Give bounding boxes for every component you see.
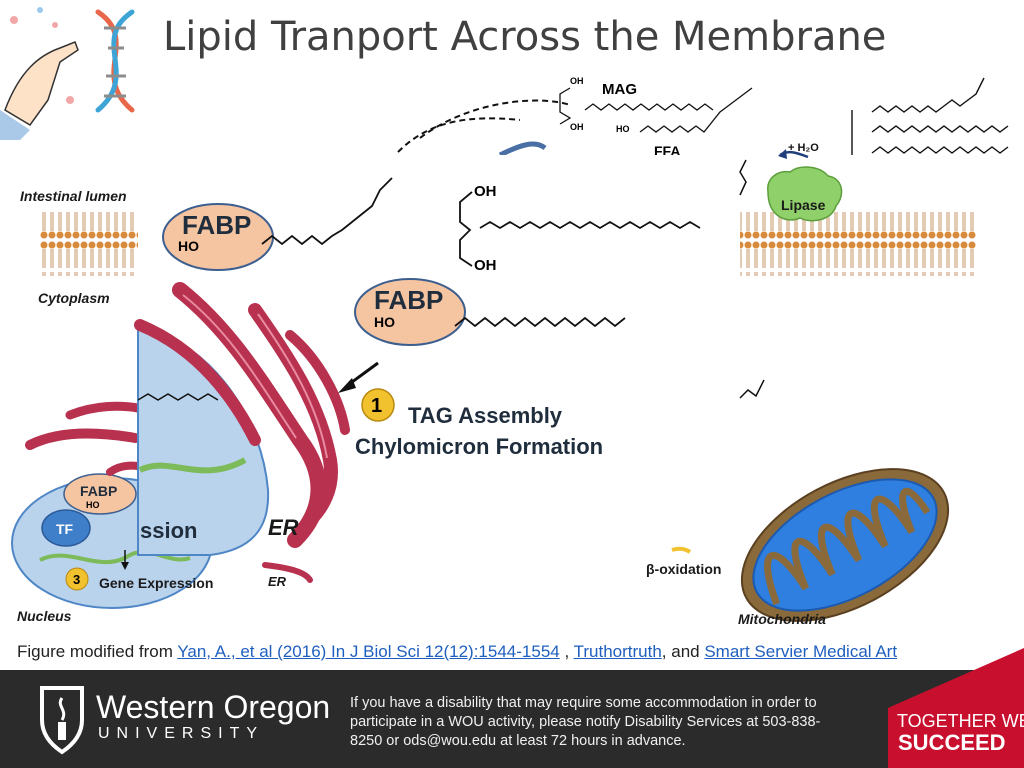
succeed-text: SUCCEED [898, 730, 1006, 755]
caption-sep-1: , [559, 642, 574, 661]
citation-link-servier[interactable]: Smart Servier Medical Art [704, 642, 898, 661]
fabp-small-ho: HO [86, 500, 100, 510]
er-fragment-bottom [262, 562, 313, 583]
ho-label-2: HO [374, 314, 395, 330]
palmitic-acid-chain [454, 316, 626, 328]
accessibility-notice: If you have a disability that may requir… [350, 695, 821, 749]
mitochondria-label: Mitochondria [738, 611, 826, 627]
mag-small-molecule [559, 87, 753, 133]
membrane-right [740, 212, 976, 276]
oleic-acid-chain [261, 177, 393, 246]
oh-large-1: OH [474, 183, 497, 200]
er-label-small: ER [268, 574, 287, 589]
dna-hand-icon [0, 7, 135, 140]
lipase-label: Lipase [781, 197, 826, 213]
fabp-label-1: FABP [182, 210, 251, 240]
mag-label: MAG [602, 81, 637, 98]
mag-large-molecule [459, 191, 701, 267]
footer-bar [0, 670, 1024, 768]
step1-badge [361, 388, 395, 422]
tag-molecule [851, 77, 1009, 155]
dna-strand-large [138, 457, 247, 474]
ho-small: HO [616, 124, 630, 134]
caption-prefix: Figure modified from [17, 642, 178, 661]
transcription-factor [41, 509, 91, 547]
step1-line2: Chylomicron Formation [355, 434, 603, 459]
tf-label: TF [56, 521, 74, 537]
er-fragment-left-2 [65, 401, 143, 420]
university-name: Western Oregon [96, 689, 331, 725]
caption-sep-2: , and [661, 642, 705, 661]
step3-label: Gene Expression [99, 575, 213, 591]
lipid-transport-diagram: + H₂O OH OH HO MAG FFA Lipase TF FABP HO… [11, 76, 1009, 640]
citation-link-truthortruth[interactable]: Truthortruth [573, 642, 662, 661]
beta-oxidation-label: β-oxidation [646, 561, 721, 577]
ho-label-1: HO [178, 238, 199, 254]
er-label-large: ER [268, 515, 299, 540]
fatty-acid-chain-large [137, 393, 219, 401]
dashed-arrow-1 [397, 117, 521, 153]
fabp-small-label: FABP [80, 483, 117, 499]
chain-fragment-right-2 [739, 379, 765, 399]
step3-badge [65, 567, 89, 591]
together-we-text: TOGETHER WE [897, 711, 1024, 731]
intestinal-lumen-label: Intestinal lumen [20, 188, 127, 204]
nucleus-label: Nucleus [17, 608, 72, 624]
blue-arrow-top [498, 141, 547, 158]
er-highlight [182, 294, 328, 459]
step1-line1: TAG Assembly [408, 403, 563, 428]
chain-fragment-right-1 [739, 159, 747, 196]
footer-wedge [888, 648, 1024, 768]
cytoplasm-label: Cytoplasm [38, 290, 110, 306]
citation-link-yan[interactable]: Yan, A., et al (2016) In J Biol Sci 12(1… [177, 642, 560, 661]
dashed-arrow-2 [419, 99, 571, 139]
er-fragment-left-3 [106, 461, 142, 476]
university-subtitle: UNIVERSITY [98, 725, 265, 742]
fabp-label-2: FABP [374, 285, 443, 315]
step3-number: 3 [73, 572, 80, 587]
er-fragment-left-1 [25, 428, 140, 450]
oh-small-1: OH [570, 76, 584, 86]
membrane-left [40, 212, 138, 276]
slide-title: Lipid Tranport Across the Membrane [163, 14, 887, 60]
oh-small-2: OH [570, 122, 584, 132]
fabp-large-2 [354, 278, 466, 346]
step2-badge-fragment [671, 546, 692, 554]
figure-caption: Figure modified from Yan, A., et al (201… [17, 642, 897, 662]
oh-large-2: OH [474, 257, 497, 274]
torch-logo-icon [40, 686, 84, 755]
h2o-label: + H₂O [788, 142, 819, 154]
dna-strand-small [39, 550, 191, 565]
expression-fragment: ssion [140, 518, 197, 543]
fabp-small [63, 473, 137, 515]
step1-number: 1 [371, 395, 382, 417]
mitochondrion [740, 468, 950, 622]
lipase-enzyme [767, 166, 843, 222]
